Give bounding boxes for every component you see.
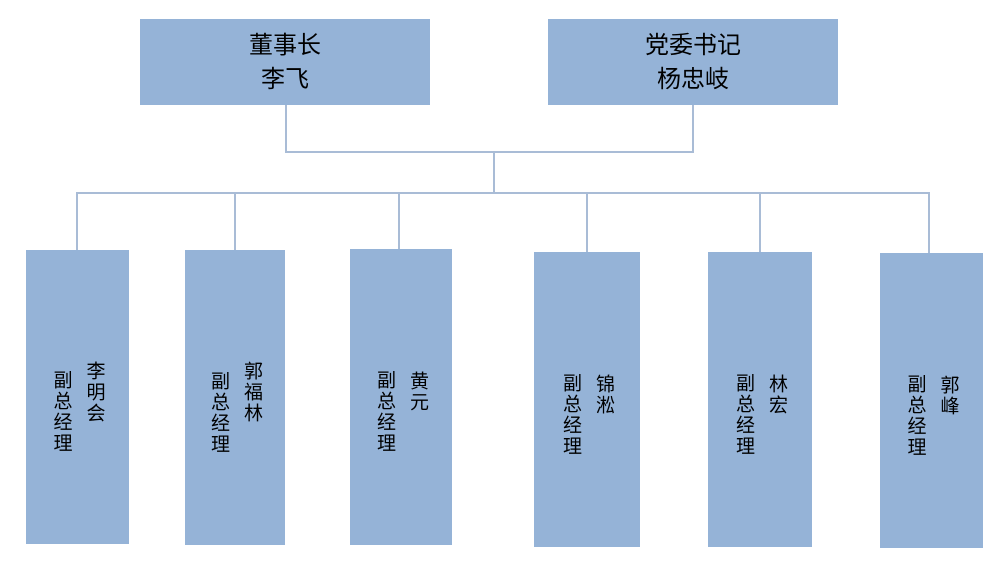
vice-manager-box-6: 副总经理 郭峰 xyxy=(880,253,983,548)
connector-main-horizontal xyxy=(76,192,930,194)
chairman-name: 李飞 xyxy=(261,65,309,93)
vice-manager-box-1: 副总经理 李明会 xyxy=(26,250,129,544)
vice-manager-name: 林宏 xyxy=(766,373,788,416)
party-secretary-title: 党委书记 xyxy=(645,31,741,59)
connector-center-down xyxy=(493,151,495,194)
vice-manager-name: 黄元 xyxy=(407,371,429,413)
vice-manager-box-5: 副总经理 林宏 xyxy=(708,252,812,547)
vice-manager-box-3: 副总经理 黄元 xyxy=(350,249,452,545)
vice-manager-title: 副总经理 xyxy=(208,370,230,455)
vice-manager-title: 副总经理 xyxy=(733,372,755,457)
chairman-box: 董事长 李飞 xyxy=(140,19,430,105)
vice-manager-name: 郭峰 xyxy=(937,374,960,417)
vice-manager-title: 副总经理 xyxy=(50,370,73,454)
connector-drop-2 xyxy=(234,192,236,250)
connector-drop-1 xyxy=(76,192,78,250)
vice-manager-title: 副总经理 xyxy=(904,373,927,458)
connector-secretary-down xyxy=(692,104,694,152)
vice-manager-box-2: 副总经理 郭福林 xyxy=(185,250,285,545)
vice-manager-name: 李明会 xyxy=(83,360,106,424)
connector-drop-3 xyxy=(398,192,400,249)
chairman-title: 董事长 xyxy=(249,31,321,59)
connector-drop-6 xyxy=(928,192,930,253)
connector-top-horizontal xyxy=(285,151,694,153)
vice-manager-title: 副总经理 xyxy=(374,370,396,454)
connector-drop-4 xyxy=(586,192,588,252)
party-secretary-box: 党委书记 杨忠岐 xyxy=(548,19,838,105)
party-secretary-name: 杨忠岐 xyxy=(657,65,729,93)
vice-manager-name: 郭福林 xyxy=(241,361,263,424)
vice-manager-title: 副总经理 xyxy=(560,372,582,457)
connector-drop-5 xyxy=(759,192,761,252)
connector-chairman-down xyxy=(285,104,287,152)
vice-manager-name: 锦淞 xyxy=(593,373,615,416)
vice-manager-box-4: 副总经理 锦淞 xyxy=(534,252,640,547)
